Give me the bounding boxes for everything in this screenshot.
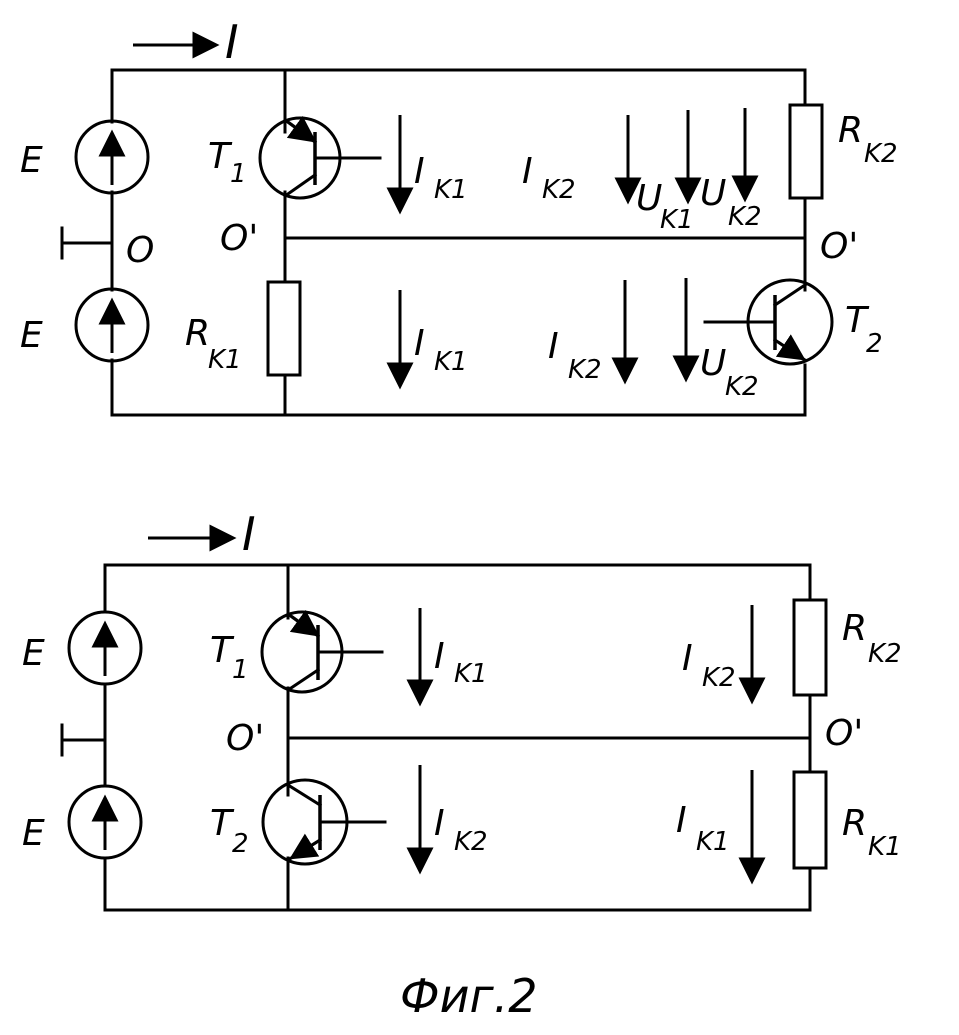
top-transistor-t2: T 2 xyxy=(703,278,883,366)
bottom-current-arrows: I K1 I K2 I K2 I K1 xyxy=(406,605,766,885)
top-lower-uk2-letter: U xyxy=(700,343,726,384)
bottom-node-left-label: O' xyxy=(226,718,264,759)
top-upper-uk1-sub: K1 xyxy=(660,205,694,235)
bottom-source-upper-label: E xyxy=(22,633,45,674)
top-lower-uk2-sub: K2 xyxy=(725,372,759,402)
bottom-t2-index: 2 xyxy=(232,829,249,859)
bottom-rk2-letter: R xyxy=(842,608,867,649)
top-upper-ik1-sub: K1 xyxy=(434,175,468,205)
top-source-upper-label: E xyxy=(20,140,43,181)
top-lower-ik1-letter: I xyxy=(414,323,425,364)
top-t2-index: 2 xyxy=(866,329,883,359)
top-rk2-sub: K2 xyxy=(864,139,898,169)
figure-caption: Фиг.2 xyxy=(400,969,538,1023)
bottom-upper-ik1-letter: I xyxy=(434,636,445,677)
top-transistor-t1: T 1 xyxy=(208,115,382,200)
bottom-current-label: I xyxy=(242,507,256,561)
top-lower-arrows: I K1 I K2 U K2 xyxy=(386,278,759,402)
bottom-transistor-t1: T 1 xyxy=(210,609,384,694)
bottom-lower-ik2-sub: K2 xyxy=(454,827,488,857)
bottom-rk1-sub: K1 xyxy=(868,832,902,862)
top-source-upper: E xyxy=(20,119,150,195)
bottom-upper-ik2-letter: I xyxy=(682,638,693,679)
top-node-right-label: O' xyxy=(820,226,858,267)
top-current-arrow: I xyxy=(133,15,239,69)
top-circuit: O E E I T 1 O' xyxy=(20,15,898,417)
top-ground-tap: O xyxy=(60,226,154,271)
bottom-source-upper: E xyxy=(22,610,143,686)
bottom-current-arrow: I xyxy=(148,507,256,561)
bottom-rk2-sub: K2 xyxy=(868,639,902,669)
top-t1-letter: T xyxy=(208,136,233,177)
top-upper-uk2-letter: U xyxy=(700,173,726,214)
bottom-t2-letter: T xyxy=(210,803,235,844)
bottom-source-lower: E xyxy=(22,784,143,860)
bottom-lower-ik1-letter: I xyxy=(676,800,687,841)
top-resistor-rk2: R K2 xyxy=(788,103,898,200)
bottom-t1-index: 1 xyxy=(232,655,249,685)
top-upper-uk1-letter: U xyxy=(636,178,662,219)
bottom-lower-ik1-sub: K1 xyxy=(696,827,730,857)
top-t1-index: 1 xyxy=(230,159,247,189)
top-upper-ik2-letter: I xyxy=(522,151,533,192)
top-resistor-rk1: R K1 xyxy=(185,280,302,377)
top-current-label: I xyxy=(225,15,239,69)
bottom-upper-ik2-sub: K2 xyxy=(702,663,736,693)
bottom-circuit: E E I T 1 O' O' xyxy=(22,507,902,912)
bottom-wires xyxy=(103,563,812,912)
top-source-lower: E xyxy=(20,287,150,363)
top-ground-node-label: O xyxy=(126,230,154,271)
top-rk2-letter: R xyxy=(838,110,863,151)
top-node-left-label: O' xyxy=(220,218,258,259)
top-upper-ik2-sub: K2 xyxy=(542,175,576,205)
top-source-lower-label: E xyxy=(20,315,43,356)
top-lower-ik2-letter: I xyxy=(548,326,559,367)
top-lower-ik1-sub: K1 xyxy=(434,347,468,377)
top-upper-ik1-letter: I xyxy=(414,151,425,192)
bottom-t1-letter: T xyxy=(210,630,235,671)
top-upper-arrows: I K1 I K2 U K1 U K2 xyxy=(386,108,762,235)
top-rk1-letter: R xyxy=(185,313,210,354)
bottom-rk1-letter: R xyxy=(842,803,867,844)
top-t2-letter: T xyxy=(845,300,870,341)
bottom-lower-ik2-letter: I xyxy=(434,803,445,844)
top-upper-uk2-sub: K2 xyxy=(728,202,762,232)
bottom-resistor-rk1: R K1 xyxy=(792,770,902,870)
top-rk1-sub: K1 xyxy=(208,345,242,375)
bottom-source-lower-label: E xyxy=(22,813,45,854)
bottom-resistor-rk2: R K2 xyxy=(792,598,902,697)
top-lower-ik2-sub: K2 xyxy=(568,355,602,385)
top-wires xyxy=(110,68,807,417)
bottom-ground-tap xyxy=(60,723,107,757)
bottom-transistor-t2: T 2 xyxy=(210,778,387,866)
bottom-node-right-label: O' xyxy=(825,713,863,754)
bottom-upper-ik1-sub: K1 xyxy=(454,659,488,689)
